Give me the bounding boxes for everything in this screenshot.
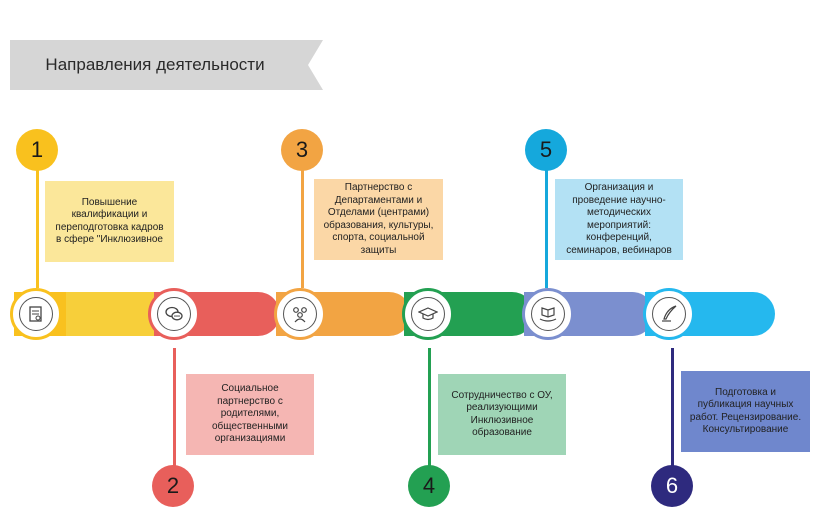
node-1 (10, 288, 62, 340)
stem-2 (173, 348, 176, 466)
step-card-3: Партнерство с Департаментами и Отделами … (314, 179, 443, 260)
book-hand-icon (539, 307, 557, 322)
step-number-5: 5 (525, 129, 567, 171)
timeline-shade-1 (66, 292, 154, 336)
stem-4 (428, 348, 431, 466)
banner-shape (10, 40, 323, 90)
node-4 (402, 288, 454, 340)
step-number-3: 3 (281, 129, 323, 171)
node-4-ring (411, 297, 445, 331)
node-2 (148, 288, 200, 340)
quill-pen-icon (662, 305, 677, 322)
step-number-1: 1 (16, 129, 58, 171)
step-number-2: 2 (152, 465, 194, 507)
people-group-icon (293, 307, 307, 323)
node-1-ring (19, 297, 53, 331)
document-icon (29, 306, 42, 322)
node-5 (522, 288, 574, 340)
step-card-6: Подготовка и публикация научных работ. Р… (681, 371, 810, 452)
node-5-ring (531, 297, 565, 331)
stem-1 (36, 170, 39, 288)
step-number-6: 6 (651, 465, 693, 507)
node-3-ring (283, 297, 317, 331)
graduation-cap-icon (418, 307, 438, 321)
step-card-2: Социальное партнерство с родителями, общ… (186, 374, 314, 455)
page-title: Направления деятельности (45, 55, 265, 74)
step-number-4: 4 (408, 465, 450, 507)
node-2-ring (157, 297, 191, 331)
step-card-5: Организация и проведение научно-методиче… (555, 179, 683, 260)
node-6 (643, 288, 695, 340)
node-6-ring (652, 297, 686, 331)
step-card-4: Сотрудничество с ОУ, реализующими Инклюз… (438, 374, 566, 455)
chat-icon (165, 306, 183, 321)
stem-5 (545, 170, 548, 288)
step-card-1: Повышение квалификации и переподготовка … (45, 181, 174, 262)
header-banner: Направления деятельности (10, 40, 323, 90)
node-3 (274, 288, 326, 340)
stem-6 (671, 348, 674, 466)
stem-3 (301, 170, 304, 288)
